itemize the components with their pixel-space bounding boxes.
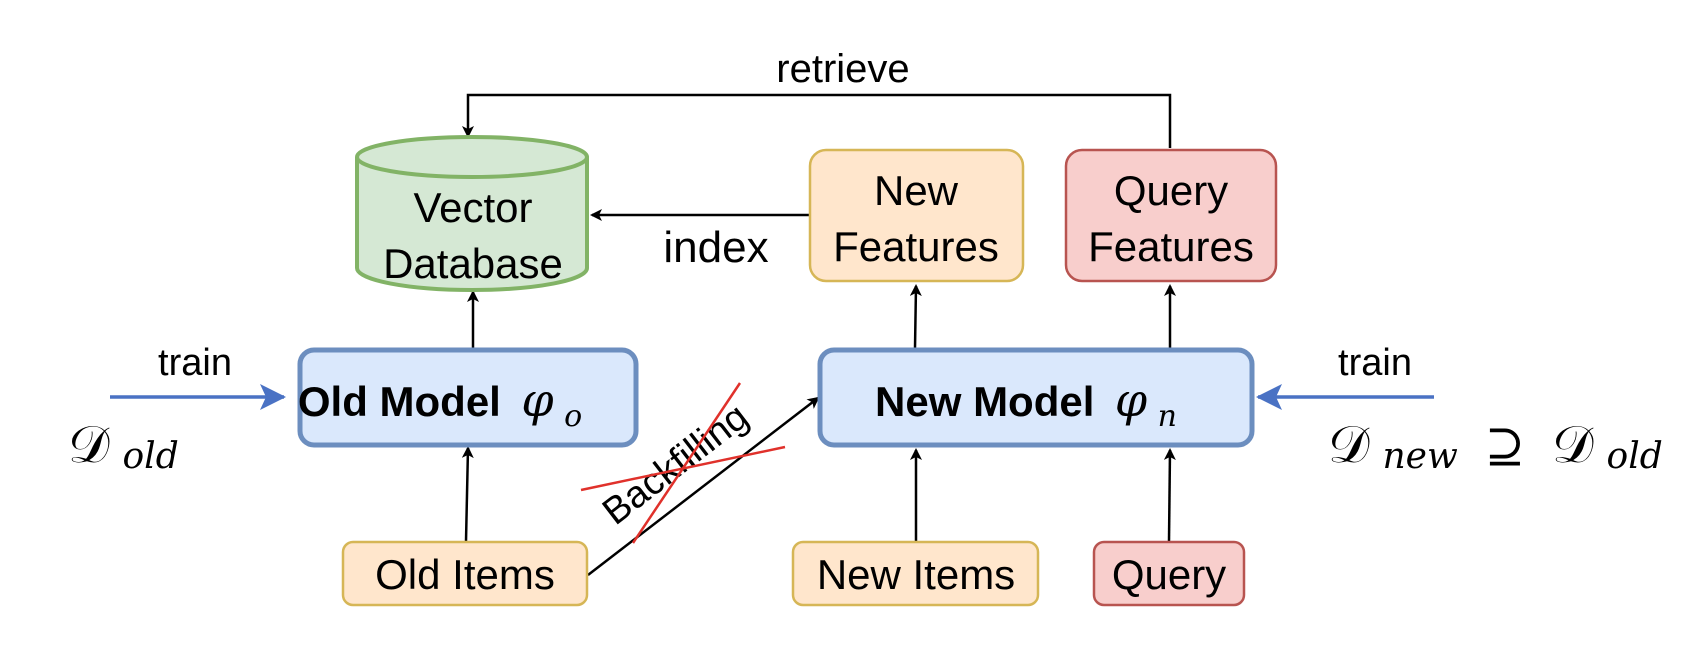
query-features-line1: Query [1114,167,1228,214]
new-items-label: New Items [817,551,1015,598]
old-items-to-old-model-arrow [461,446,474,542]
vector-database-line1: Vector [413,184,532,231]
backfilling-strike-2 [580,445,786,492]
new-model-to-new-features-arrow [909,284,922,349]
backfilling-strike-1 [631,382,742,544]
new-model-label: New Model φ n [875,373,1177,434]
old-model-box: Old Model φ o [297,347,639,448]
backfilling-arrow [587,396,820,576]
new-features-line1: New [874,167,959,214]
query-label: Query [1112,551,1226,598]
query-box: Query [1092,540,1246,607]
new-features-line2: Features [833,223,999,270]
train-right-label: train [1338,342,1412,384]
dataset-new-label: 𝒟 new ⊇ 𝒟 old [1328,415,1663,480]
old-items-box: Old Items [341,540,589,607]
query-features-box: Query Features [1064,148,1278,283]
new-items-box: New Items [791,540,1040,607]
retrieve-label: retrieve [776,47,909,91]
query-features-line2: Features [1088,223,1254,270]
train-left-label: train [158,342,232,384]
retrieve-arrow [462,93,1172,148]
vector-database-line2: Database [383,240,563,287]
query-to-new-model-arrow [1163,448,1176,542]
old-items-label: Old Items [375,551,555,598]
index-label: index [663,223,768,272]
new-features-box: New Features [808,148,1025,283]
vector-database: Vector Database [355,135,589,292]
dataset-old-label: 𝒟 old [68,415,179,477]
old-model-label: Old Model φ o [298,373,582,434]
new-model-box: New Model φ n [817,347,1255,448]
